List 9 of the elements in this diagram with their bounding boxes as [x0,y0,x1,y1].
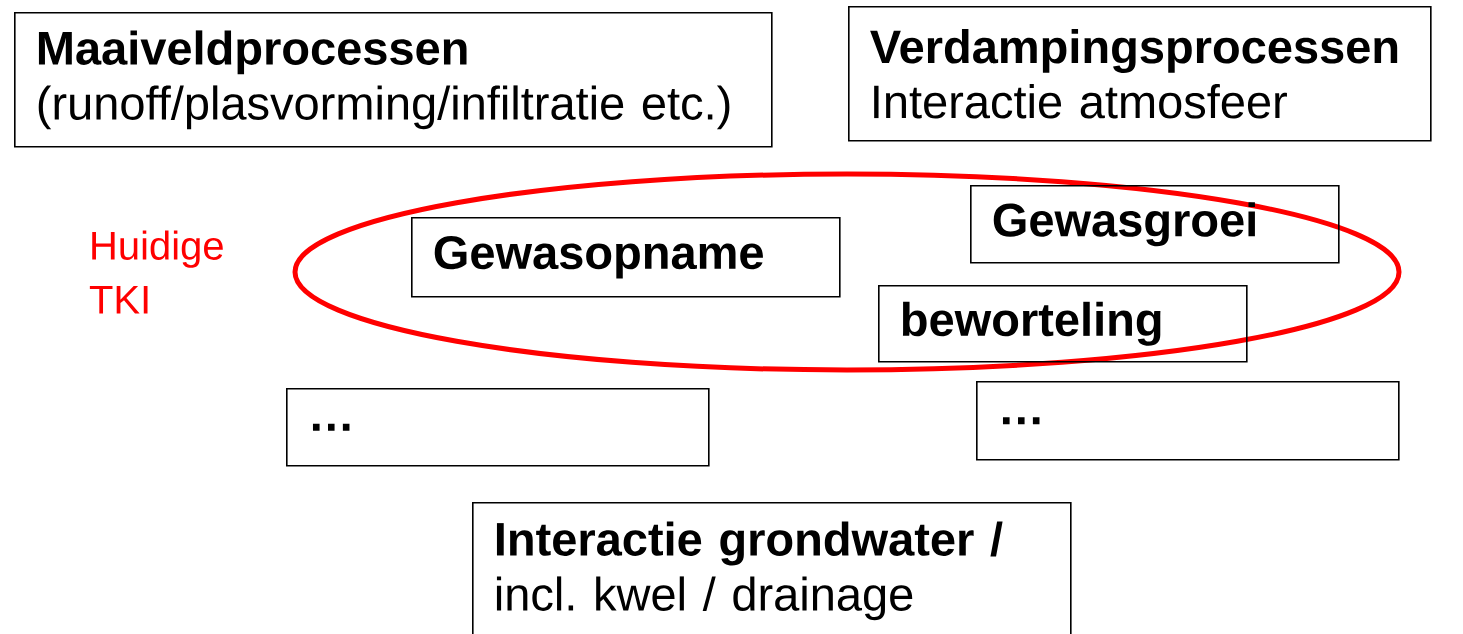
text-box: … [976,381,1400,461]
text-box: Interactie grondwater / incl. kwel / drainage [472,502,1072,634]
node-label: Huidige TKI [89,230,223,314]
text-box: Verdampingsprocessen Interactie atmosfeer [848,6,1432,142]
text-box: Gewasgroei [970,185,1340,264]
text-box: Maaiveldprocessen (runoff/plasvorming/infiltratie etc.) [14,12,773,148]
text-box: Gewasopname [411,217,841,298]
text-box: … [286,388,710,467]
text-box: beworteling [878,285,1248,363]
